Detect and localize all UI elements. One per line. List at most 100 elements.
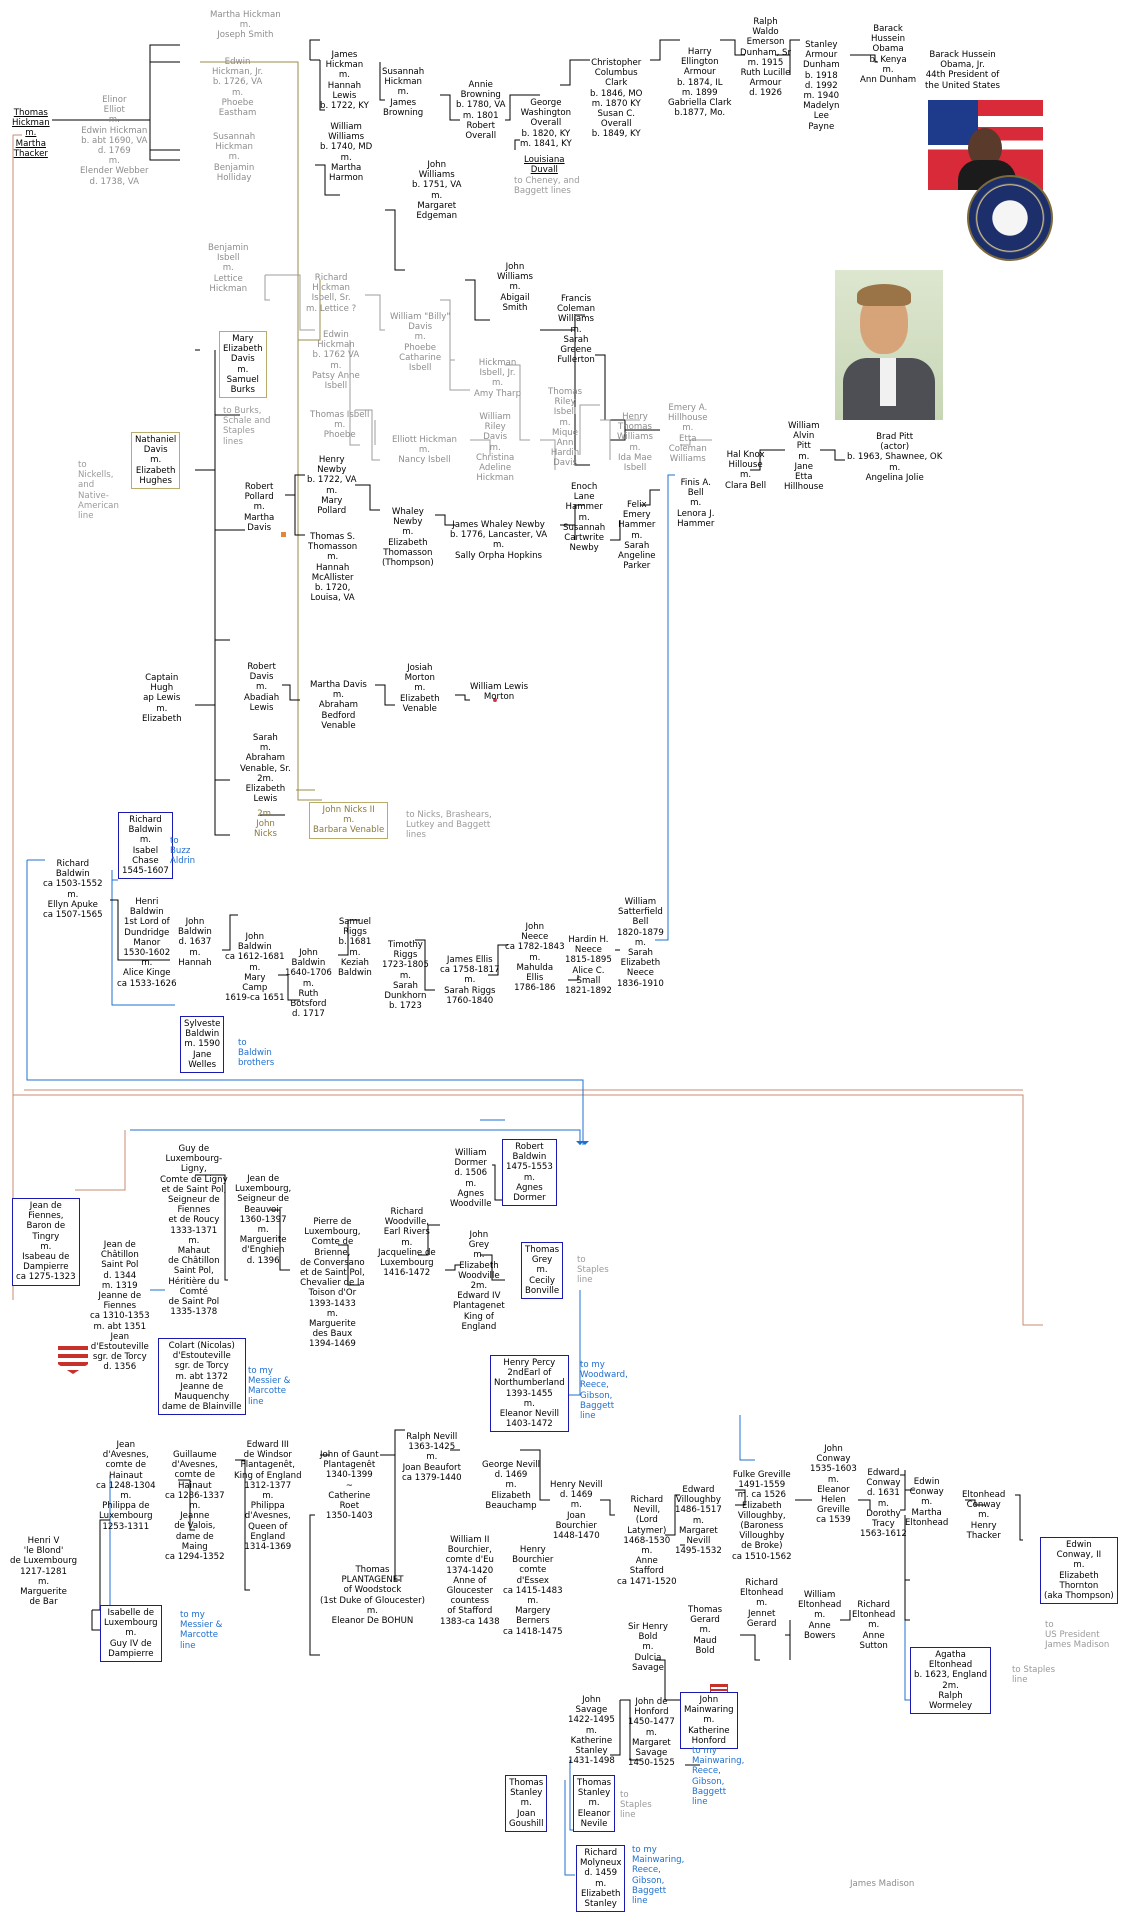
person-thomas-riley-isbell: Thomas Riley Isbell m. Mique Ann Hardin … [548, 387, 583, 469]
person-john-baldwin-botsford: John Baldwin 1640-1706 m. Ruth Botsford … [285, 948, 332, 1020]
link-to-mainwaring-molyneux[interactable]: to my Mainwaring, Reece, Gibson, Baggett… [632, 1845, 685, 1907]
person-henri-baldwin: Henri Baldwin 1st Lord of Dundridge Mano… [117, 897, 177, 989]
person-billy-davis: William "Billy" Davis m. Phoebe Catharin… [390, 312, 451, 374]
link-to-nickells[interactable]: to Nickells, and Native- American line [78, 460, 119, 522]
person-guy-luxembourg: Guy de Luxembourg- Ligny, Comte de Ligny… [160, 1144, 228, 1318]
person-james-hickman: James Hickman m. Hannah Lewis b. 1722, K… [320, 50, 369, 112]
person-richard-hickman-isbell: Richard Hickman Isbell, Sr. m. Lettice ? [306, 273, 357, 314]
person-sarah-venable: Sarah m. Abraham Venable, Sr. 2m. Elizab… [240, 733, 291, 805]
person-thomas-grey: Thomas Grey m. Cecily Bonville [521, 1242, 564, 1300]
person-henry-newby: Henry Newby b. 1722, VA m. Mary Pollard [307, 455, 357, 517]
person-william-williams: William Williams b. 1740, MD m. Martha H… [320, 122, 373, 184]
person-william-bourchier: William II Bourchier, comte d'Eu 1374-14… [440, 1535, 500, 1627]
person-harry-armour: Harry Ellington Armour b. 1874, IL m. 18… [668, 47, 732, 119]
person-edward-iii: Edward III de Windsor Plantagenêt, King … [234, 1440, 302, 1553]
person-john-grey: John Grey m. Elizabeth Woodville 2m. Edw… [453, 1230, 505, 1332]
person-jean-luxembourg-beauvoir: Jean de Luxembourg, Seigneur de Beauvoir… [235, 1174, 292, 1266]
person-john-nicks-2m: 2m. John Nicks [254, 809, 277, 840]
person-eltonhead-conway: Eltonhead Conway m. Henry Thacker [962, 1490, 1006, 1541]
person-john-of-gaunt: John of Gaunt Plantagenêt 1340-1399 ~ Ca… [320, 1450, 379, 1522]
link-to-cheney[interactable]: to Cheney, and Baggett lines [514, 176, 580, 197]
link-to-burks[interactable]: to Burks, Schale and Staples lines [223, 406, 271, 447]
person-jean-avesnes: Jean d'Avesnes, comte de Hainaut ca 1248… [96, 1440, 156, 1532]
person-thomas-isbell: Thomas Isbell m. Phoebe [310, 410, 370, 441]
person-john-baldwin-1637: John Baldwin d. 1637 m. Hannah [178, 917, 212, 968]
person-henry-bold: Sir Henry Bold m. Dulcia Savage [628, 1622, 668, 1673]
presidential-seal-icon [967, 175, 1053, 261]
person-isabelle-luxembourg: Isabelle de Luxembourg m. Guy IV de Damp… [100, 1605, 162, 1663]
person-edward-conway: Edward Conway d. 1631 m. Dorothy Tracy 1… [860, 1468, 907, 1540]
link-to-mainwaring[interactable]: to my Mainwaring, Reece, Gibson, Baggett… [692, 1746, 745, 1808]
person-hardin-neece: Hardin H. Neece 1815-1895 Alice C. Small… [565, 935, 612, 997]
person-henry-williams: Henry Thomas Williams m. Ida Mae Isbell [617, 412, 653, 474]
person-emery-hillhouse: Emery A. Hillhouse m. Etta Coleman Willi… [668, 403, 708, 465]
person-richard-nevill-latymer: Richard Nevill, (Lord Latymer) 1468-1530… [617, 1495, 677, 1587]
person-richard-baldwin-apuke: Richard Baldwin ca 1503-1552 m. Ellyn Ap… [43, 859, 103, 921]
person-richard-woodville: Richard Woodville, Earl Rivers m. Jacque… [378, 1207, 436, 1279]
person-edwin-hickman-1762: Edwin Hickman b. 1762 VA m. Patsy Anne I… [312, 330, 360, 392]
footer-label: James Madison [850, 1879, 915, 1889]
person-john-williams-1751: John Williams b. 1751, VA m. Margaret Ed… [412, 160, 462, 222]
person-whaley-newby: Whaley Newby m. Elizabeth Thomasson (Tho… [382, 507, 434, 569]
person-stanley-dunham: Stanley Armour Dunham b. 1918 d. 1992 m.… [803, 40, 840, 132]
link-to-messier-isabelle[interactable]: to my Messier & Marcotte line [180, 1610, 223, 1651]
person-henry-bourchier: Henry Bourchier comte d'Essex ca 1415-14… [503, 1545, 563, 1637]
link-to-staples-grey[interactable]: to Staples line [577, 1255, 609, 1286]
link-to-buzz-aldrin[interactable]: to Buzz Aldrin [170, 836, 196, 867]
person-timothy-riggs: Timothy Riggs 1723-1805 m. Sarah Dunkhor… [382, 940, 429, 1012]
person-francis-williams: Francis Coleman Williams m. Sarah Greene… [557, 294, 596, 366]
person-george-overall: George Washington Overall b. 1820, KY m.… [520, 98, 572, 149]
person-james-whaley-newby: James Whaley Newby b. 1776, Lancaster, V… [450, 520, 548, 561]
person-annie-browning: Annie Browning b. 1780, VA m. 1801 Rober… [456, 80, 506, 142]
person-colart-estouteville: Colart (Nicolas) d'Estouteville sgr. de … [158, 1338, 246, 1416]
person-richard-eltonhead-jennet: Richard Eltonhead m. Jennet Gerard [740, 1578, 784, 1629]
person-martha-hickman: Martha Hickman m. Joseph Smith [210, 10, 281, 41]
link-to-woodward[interactable]: to my Woodward, Reece, Gibson, Baggett l… [580, 1360, 628, 1422]
person-edwin-conway-martha: Edwin Conway m. Martha Eltonhead [905, 1477, 949, 1528]
person-hal-hillhouse: Hal Knox Hillouse m. Clara Bell [725, 450, 767, 491]
person-josiah-morton: Josiah Morton m. Elizabeth Venable [400, 663, 440, 714]
person-thomas-hickman: Thomas Hickman m. Martha Thacker [12, 108, 50, 159]
link-to-baldwin-brothers[interactable]: to Baldwin brothers [238, 1038, 275, 1069]
person-john-honford: John de Honford 1450-1477 m. Margaret Sa… [628, 1697, 675, 1769]
person-hugh-lewis: Captain Hugh ap Lewis m. Elizabeth [142, 673, 182, 724]
link-to-nicks[interactable]: to Nicks, Brashears, Lutkey and Baggett … [406, 810, 492, 841]
person-john-conway: John Conway 1535-1603 m. Eleanor Helen G… [810, 1444, 857, 1526]
person-thomas-stanley-nevile: Thomas Stanley m. Eleanor Nevile [573, 1775, 616, 1833]
person-william-eltonhead: William Eltonhead m. Anne Bowers [798, 1590, 842, 1641]
link-to-staples-stanley[interactable]: to Staples line [620, 1790, 652, 1821]
person-fulke-greville: Fulke Greville 1491-1559 m. ca 1526 Eliz… [732, 1470, 792, 1562]
person-jean-fiennes: Jean de Fiennes, Baron de Tingry m. Isab… [12, 1198, 80, 1286]
marker-dot [493, 698, 497, 702]
person-edwin-hickman-jr: Edwin Hickman, Jr. b. 1726, VA m. Phoebe… [212, 57, 264, 119]
person-barack-obama-sr: Barack Hussein Obama b. Kenya m. Ann Dun… [860, 24, 917, 86]
person-robert-davis: Robert Davis m. Abadiah Lewis [244, 662, 280, 713]
person-ralph-nevill: Ralph Nevill 1363-1425 m. Joan Beaufort … [402, 1432, 462, 1483]
brad-pitt-photo [835, 270, 943, 420]
person-martha-davis-venable: Martha Davis m. Abraham Bedford Venable [310, 680, 367, 731]
person-john-savage: John Savage 1422-1495 m. Katherine Stanl… [568, 1695, 615, 1767]
person-john-williams-smith: John Williams m. Abigail Smith [497, 262, 533, 313]
person-william-dormer: William Dormer d. 1506 m. Agnes Woodvill… [450, 1148, 492, 1210]
link-to-us-president[interactable]: to US President James Madison [1045, 1620, 1110, 1651]
person-elliott-hickman: Elliott Hickman m. Nancy Isbell [392, 435, 457, 466]
person-william-pitt: William Alvin Pitt m. Jane Etta Hillhous… [784, 421, 824, 493]
person-susannah-browning: Susannah Hickman m. James Browning [382, 67, 425, 118]
link-to-staples-agatha[interactable]: to Staples line [1012, 1665, 1056, 1686]
person-louisiana-duvall: Louisiana Duvall [524, 155, 565, 176]
person-jean-chatillon: Jean de Châtillon Saint Pol d. 1344 m. 1… [90, 1240, 150, 1373]
person-christopher-clark: Christopher Columbus Clark b. 1846, MO m… [590, 58, 643, 140]
person-henry-percy: Henry Percy 2ndEarl of Northumberland 13… [490, 1355, 569, 1433]
person-benjamin-isbell: Benjamin Isbell m. Lettice Hickman [208, 243, 249, 294]
person-guillaume-avesnes: Guillaume d'Avesnes, comte de Hainaut ca… [165, 1450, 225, 1563]
person-thomas-gerard: Thomas Gerard m. Maud Bold [688, 1605, 723, 1656]
person-samuel-riggs: Samuel Riggs b. 1681 m. Keziah Baldwin [338, 917, 372, 979]
person-hickman-isbell-jr: Hickman Isbell, Jr. m. Amy Tharp [474, 358, 522, 399]
person-james-ellis: James Ellis ca 1758-1817 m. Sarah Riggs … [440, 955, 500, 1006]
person-william-lewis-morton: William Lewis Morton [470, 682, 529, 703]
person-sylveste-baldwin: Sylveste Baldwin m. 1590 Jane Welles [180, 1016, 225, 1074]
link-to-messier-colart[interactable]: to my Messier & Marcotte line [248, 1366, 291, 1407]
person-pierre-luxembourg: Pierre de Luxembourg, Comte de Brienne, … [300, 1217, 365, 1350]
